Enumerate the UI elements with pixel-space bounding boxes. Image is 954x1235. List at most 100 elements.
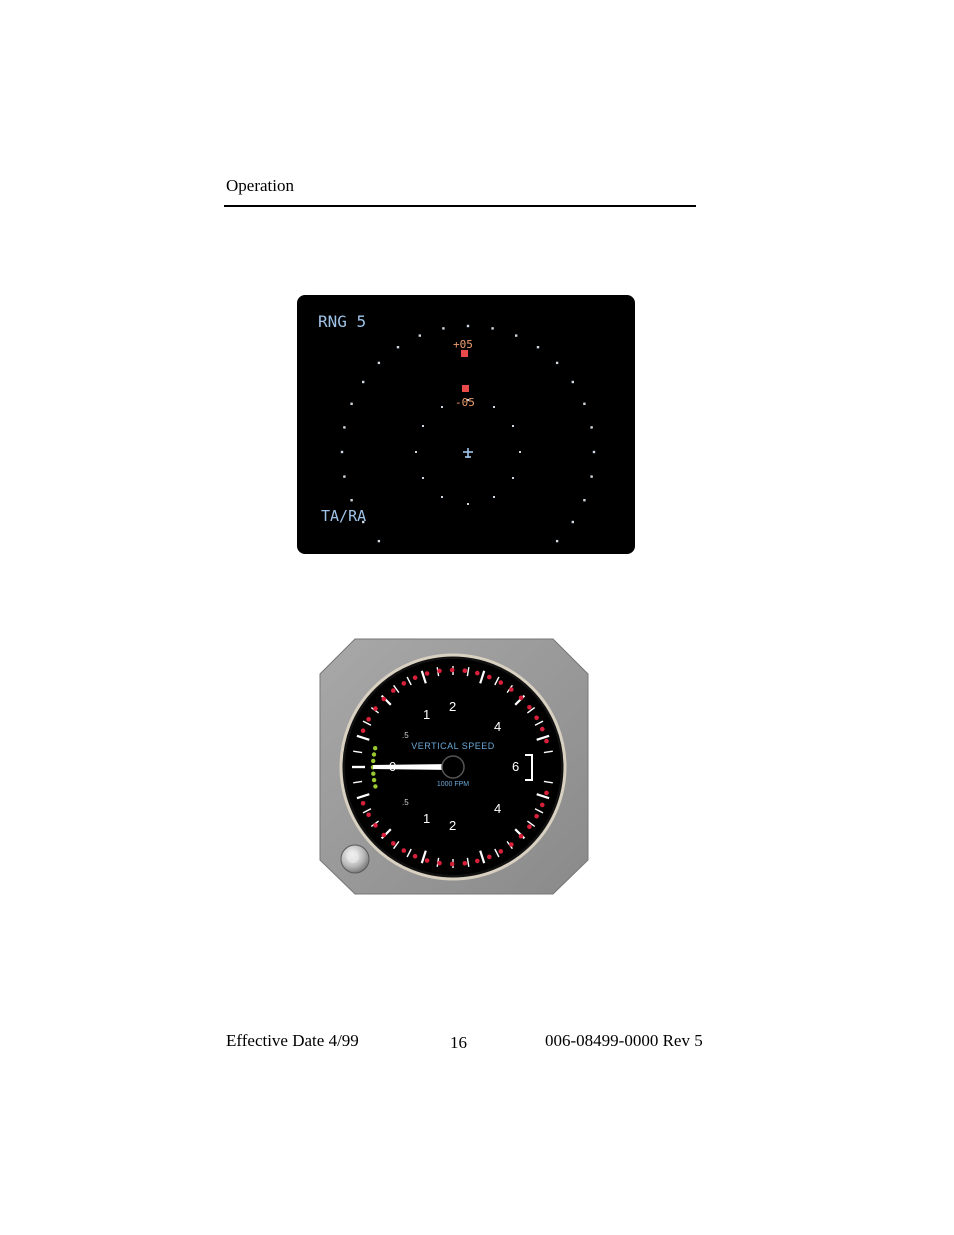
range-dot (350, 499, 353, 502)
scale-tick (526, 820, 536, 827)
red-marker (381, 696, 387, 702)
range-dot (571, 520, 574, 524)
red-marker (401, 848, 407, 853)
range-dot (441, 496, 443, 498)
scale-label-down-half: .5 (402, 798, 409, 807)
scale-label-down-1: 1 (423, 811, 430, 826)
range-dot (343, 475, 346, 478)
red-scale-markers (360, 667, 549, 867)
red-marker (534, 813, 539, 819)
scale-tick (362, 720, 372, 726)
green-marker (373, 784, 378, 789)
range-dot (571, 380, 574, 384)
scale-label-up-4: 4 (494, 719, 501, 734)
range-dot (592, 450, 596, 454)
scale-label-down-2: 2 (449, 818, 456, 833)
scale-tick (406, 676, 412, 686)
scale-tick (466, 857, 470, 867)
red-marker (475, 858, 480, 864)
scale-label-up-1: 1 (423, 707, 430, 722)
tcas-display-graphic: RNG 5 TA/RA +05 -05 (318, 312, 596, 543)
instrument-units: 1000 FPM (437, 781, 469, 788)
red-marker (498, 680, 504, 685)
range-dot (555, 361, 559, 365)
green-marker (373, 746, 378, 751)
range-dot (418, 334, 421, 337)
red-marker (544, 790, 549, 796)
red-marker (360, 728, 366, 733)
red-marker (534, 715, 539, 721)
range-dot (343, 426, 346, 429)
red-marker (424, 671, 430, 676)
document-number: 006-08499-0000 Rev 5 (545, 1031, 703, 1050)
red-marker (462, 861, 468, 866)
own-aircraft-icon (463, 448, 473, 458)
range-ring-dots (340, 324, 596, 543)
scale-label-6: 6 (512, 759, 519, 774)
red-marker (381, 832, 387, 838)
red-marker (498, 849, 504, 854)
scale-label-up-2: 2 (449, 699, 456, 714)
scale-tick (479, 850, 486, 864)
red-marker (509, 687, 514, 692)
range-dot (377, 539, 381, 543)
vsi-instrument-graphic: 1 2 4 6 0 1 2 4 .5 .5 VERTICAL SPEED 100… (319, 638, 589, 895)
range-dot (340, 450, 344, 454)
range-dot (362, 380, 365, 384)
range-dot (493, 496, 495, 498)
green-marker (371, 758, 376, 764)
scale-tick (536, 793, 550, 800)
range-dot (350, 402, 353, 405)
scale-tick (543, 780, 553, 784)
header-rule (224, 205, 696, 207)
range-dot (536, 346, 540, 349)
instrument-title: VERTICAL SPEED (411, 741, 495, 751)
red-marker (449, 861, 455, 867)
red-marker (462, 668, 468, 673)
scale-label-down-4: 4 (494, 801, 501, 816)
red-marker (475, 670, 480, 676)
range-dot (396, 346, 400, 349)
scale-tick (534, 720, 544, 726)
range-dot (466, 324, 470, 328)
range-dot (362, 520, 365, 524)
scale-tick (393, 840, 400, 850)
scale-tick (356, 734, 370, 741)
scale-tick (466, 667, 470, 677)
range-dot (493, 406, 495, 408)
scale-tick (494, 676, 500, 686)
red-marker (360, 801, 366, 806)
red-marker (509, 842, 514, 847)
section-title: Operation (226, 176, 294, 195)
red-marker (366, 812, 371, 818)
red-marker (518, 833, 524, 839)
red-marker (412, 854, 418, 859)
scale-tick (526, 707, 536, 714)
scale-tick (534, 808, 544, 814)
range-dot (441, 406, 443, 408)
range-dot (377, 361, 381, 365)
range-dot (583, 402, 586, 405)
range-dot (422, 425, 424, 427)
scale-tick (356, 793, 370, 800)
range-dot (415, 451, 417, 453)
scale-tick (536, 734, 550, 741)
range-dot (583, 499, 586, 502)
range-dot (512, 477, 514, 479)
range-dot (519, 451, 521, 453)
red-marker (487, 674, 492, 680)
effective-date: Effective Date 4/99 (226, 1031, 359, 1050)
range-dot (491, 327, 494, 330)
red-marker (437, 668, 442, 674)
traffic-altitude-tag-2: -05 (455, 396, 475, 409)
scale-label-up-half: .5 (402, 731, 409, 740)
range-dot (467, 399, 469, 401)
red-marker (391, 841, 396, 846)
page-number: 16 (450, 1033, 467, 1052)
range-label: RNG 5 (318, 312, 366, 331)
scale-tick (420, 670, 427, 684)
green-marker (371, 752, 377, 757)
range-dot (442, 327, 445, 330)
traffic-symbol-2 (462, 385, 469, 392)
scale-tick (494, 848, 500, 858)
